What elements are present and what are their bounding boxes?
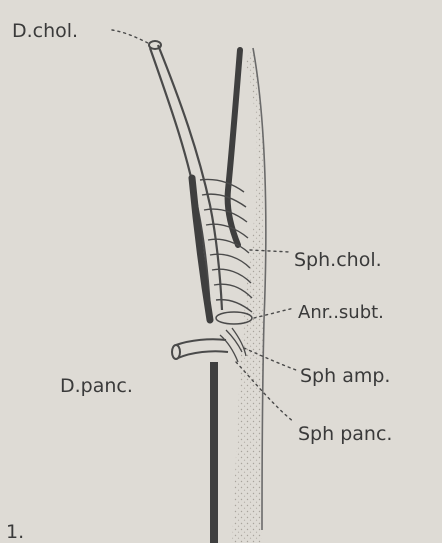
pancreatic-duct-lower [178,351,228,358]
label-sph-panc: Sph panc. [298,423,392,445]
pancreatic-duct-upper [176,339,226,345]
pancreatic-duct-opening [172,345,180,359]
bile-duct-opening [149,41,161,49]
label-sph-chol: Sph.chol. [294,249,382,271]
label-sph-amp: Sph amp. [300,365,390,387]
left-wall-segment [192,178,210,320]
label-figure-fragment: 1. [6,521,24,543]
label-d-chol: D.chol. [12,20,78,42]
label-d-panc: D.panc. [60,375,133,397]
leader-d-chol [112,30,150,44]
label-anr-subt: Anr..subt. [298,302,384,323]
